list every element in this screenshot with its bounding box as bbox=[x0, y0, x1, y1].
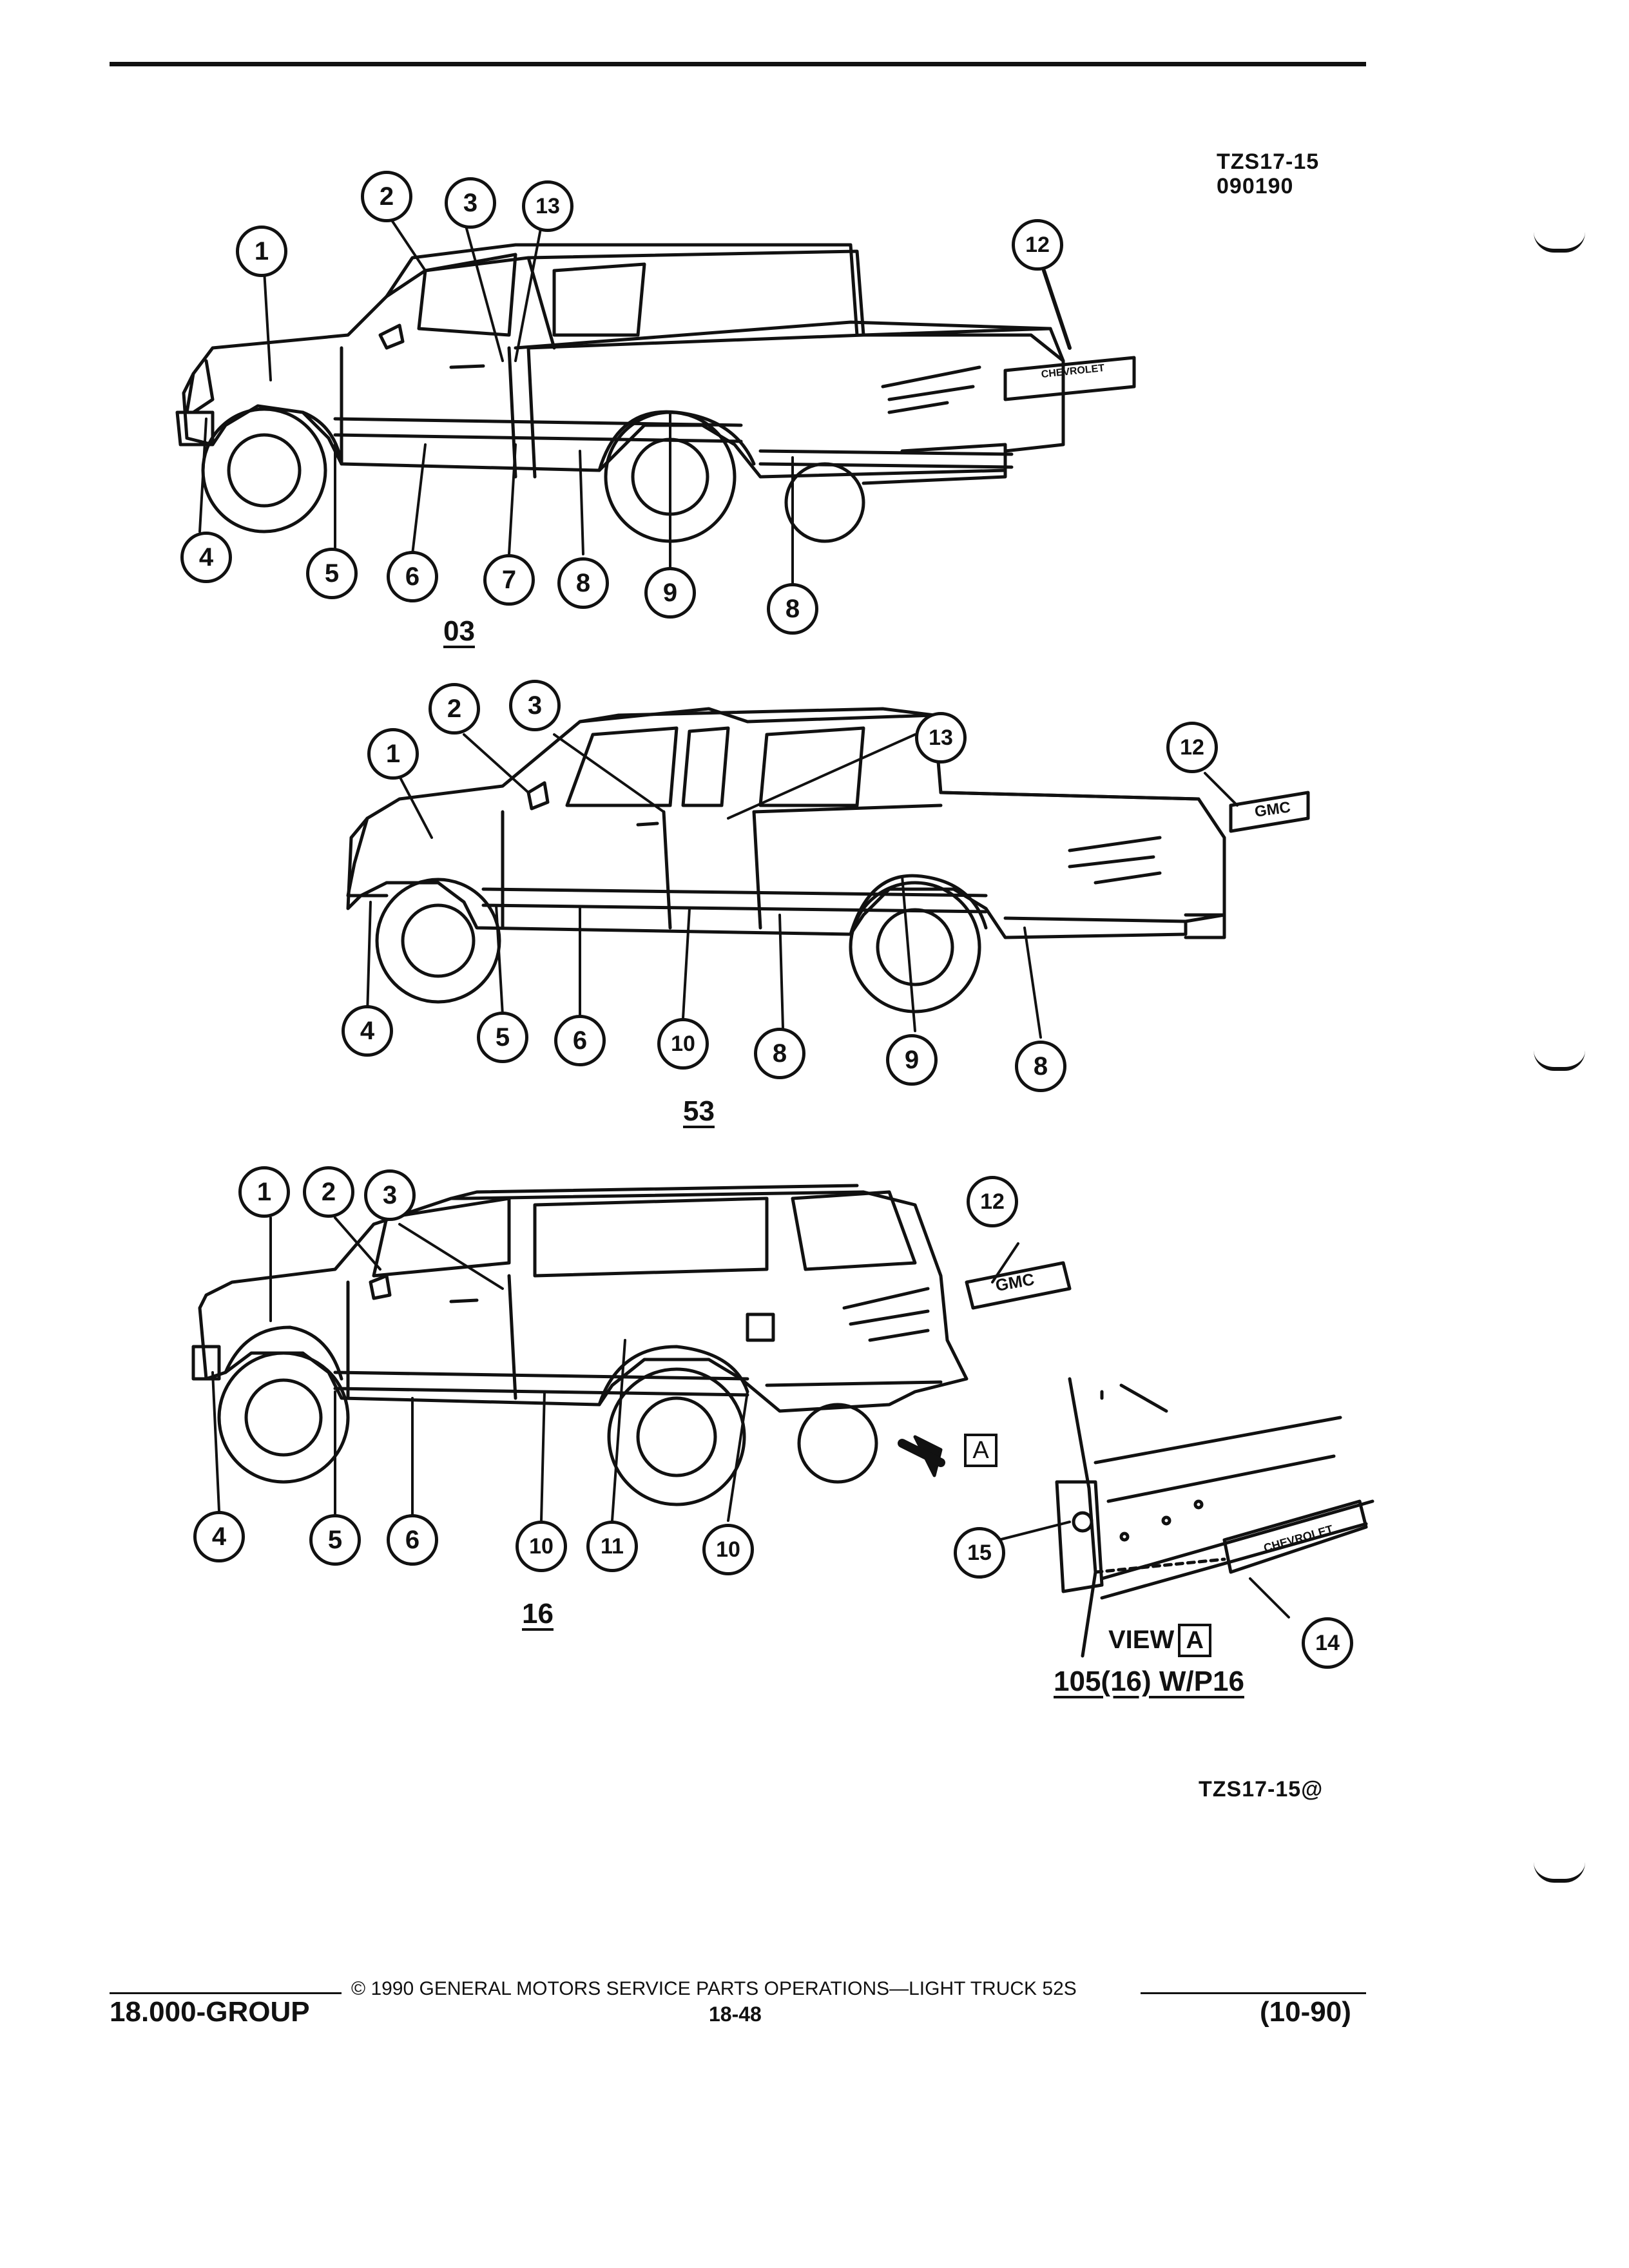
view-arrow-letter: A bbox=[964, 1434, 998, 1467]
footer-rule-left bbox=[110, 1992, 342, 1994]
callout-12: 12 bbox=[967, 1176, 1018, 1227]
callout-3: 3 bbox=[364, 1169, 416, 1221]
figure-id: TZS17-15@ bbox=[1199, 1777, 1324, 1802]
callout-2: 2 bbox=[429, 683, 480, 735]
callout-4: 4 bbox=[342, 1005, 393, 1057]
callout-14: 14 bbox=[1302, 1617, 1353, 1669]
callout-2: 2 bbox=[303, 1166, 354, 1218]
callout-3: 3 bbox=[509, 680, 561, 731]
blazer-leaders bbox=[211, 1216, 1019, 1522]
footer-group: 18.000-GROUP bbox=[110, 1996, 310, 2028]
callout-9: 9 bbox=[644, 567, 696, 619]
callout-6: 6 bbox=[387, 1514, 438, 1566]
footer-page-number: 18-48 bbox=[709, 2003, 762, 2026]
callout-5: 5 bbox=[306, 548, 358, 599]
callout-8: 8 bbox=[557, 557, 609, 609]
pickup-leaders bbox=[198, 211, 794, 584]
view-label-16: 16 bbox=[522, 1598, 554, 1629]
extended-cab-leaders bbox=[366, 733, 1239, 1039]
callout-7: 7 bbox=[483, 554, 535, 606]
callout-5: 5 bbox=[477, 1012, 528, 1063]
margin-mark bbox=[1534, 232, 1585, 253]
callout-12: 12 bbox=[1012, 219, 1063, 271]
callout-2: 2 bbox=[361, 171, 412, 222]
callout-4: 4 bbox=[193, 1511, 245, 1562]
margin-mark bbox=[1534, 1050, 1585, 1071]
detail-view-a bbox=[898, 1377, 1374, 1658]
pickup-drawing bbox=[175, 243, 1136, 543]
header-rule bbox=[110, 62, 1366, 66]
extended-cab-drawing bbox=[346, 707, 1310, 1014]
callout-4: 4 bbox=[180, 532, 232, 583]
callout-5: 5 bbox=[309, 1514, 361, 1566]
callout-3: 3 bbox=[445, 177, 496, 229]
callout-13: 13 bbox=[915, 712, 967, 764]
reference-code: TZS17-15 090190 bbox=[1217, 149, 1320, 198]
view-label-03: 03 bbox=[443, 615, 475, 647]
callout-6: 6 bbox=[387, 551, 438, 602]
callout-8: 8 bbox=[767, 583, 818, 635]
footer-date: (10-90) bbox=[1260, 1996, 1351, 2028]
callout-11: 11 bbox=[586, 1521, 638, 1572]
callout-13: 13 bbox=[522, 180, 574, 232]
footer-rule-right bbox=[1141, 1992, 1366, 1994]
callout-10: 10 bbox=[702, 1524, 754, 1575]
callout-8: 8 bbox=[1015, 1041, 1066, 1092]
callout-1: 1 bbox=[236, 226, 287, 277]
callout-1: 1 bbox=[367, 728, 419, 780]
blazer-drawing bbox=[191, 1184, 1072, 1506]
callout-8: 8 bbox=[754, 1028, 805, 1079]
callout-12: 12 bbox=[1166, 722, 1218, 773]
callout-9: 9 bbox=[886, 1034, 938, 1086]
callout-10: 10 bbox=[516, 1521, 567, 1572]
callout-1: 1 bbox=[238, 1166, 290, 1218]
callout-15: 15 bbox=[954, 1527, 1005, 1579]
footer-copyright: © 1990 GENERAL MOTORS SERVICE PARTS OPER… bbox=[351, 1978, 1077, 1999]
callout-6: 6 bbox=[554, 1015, 606, 1066]
view-a-caption: 105(16) W/P16 bbox=[1054, 1666, 1244, 1697]
callout-10: 10 bbox=[657, 1018, 709, 1070]
margin-mark bbox=[1534, 1862, 1585, 1883]
view-label-53: 53 bbox=[683, 1095, 715, 1127]
